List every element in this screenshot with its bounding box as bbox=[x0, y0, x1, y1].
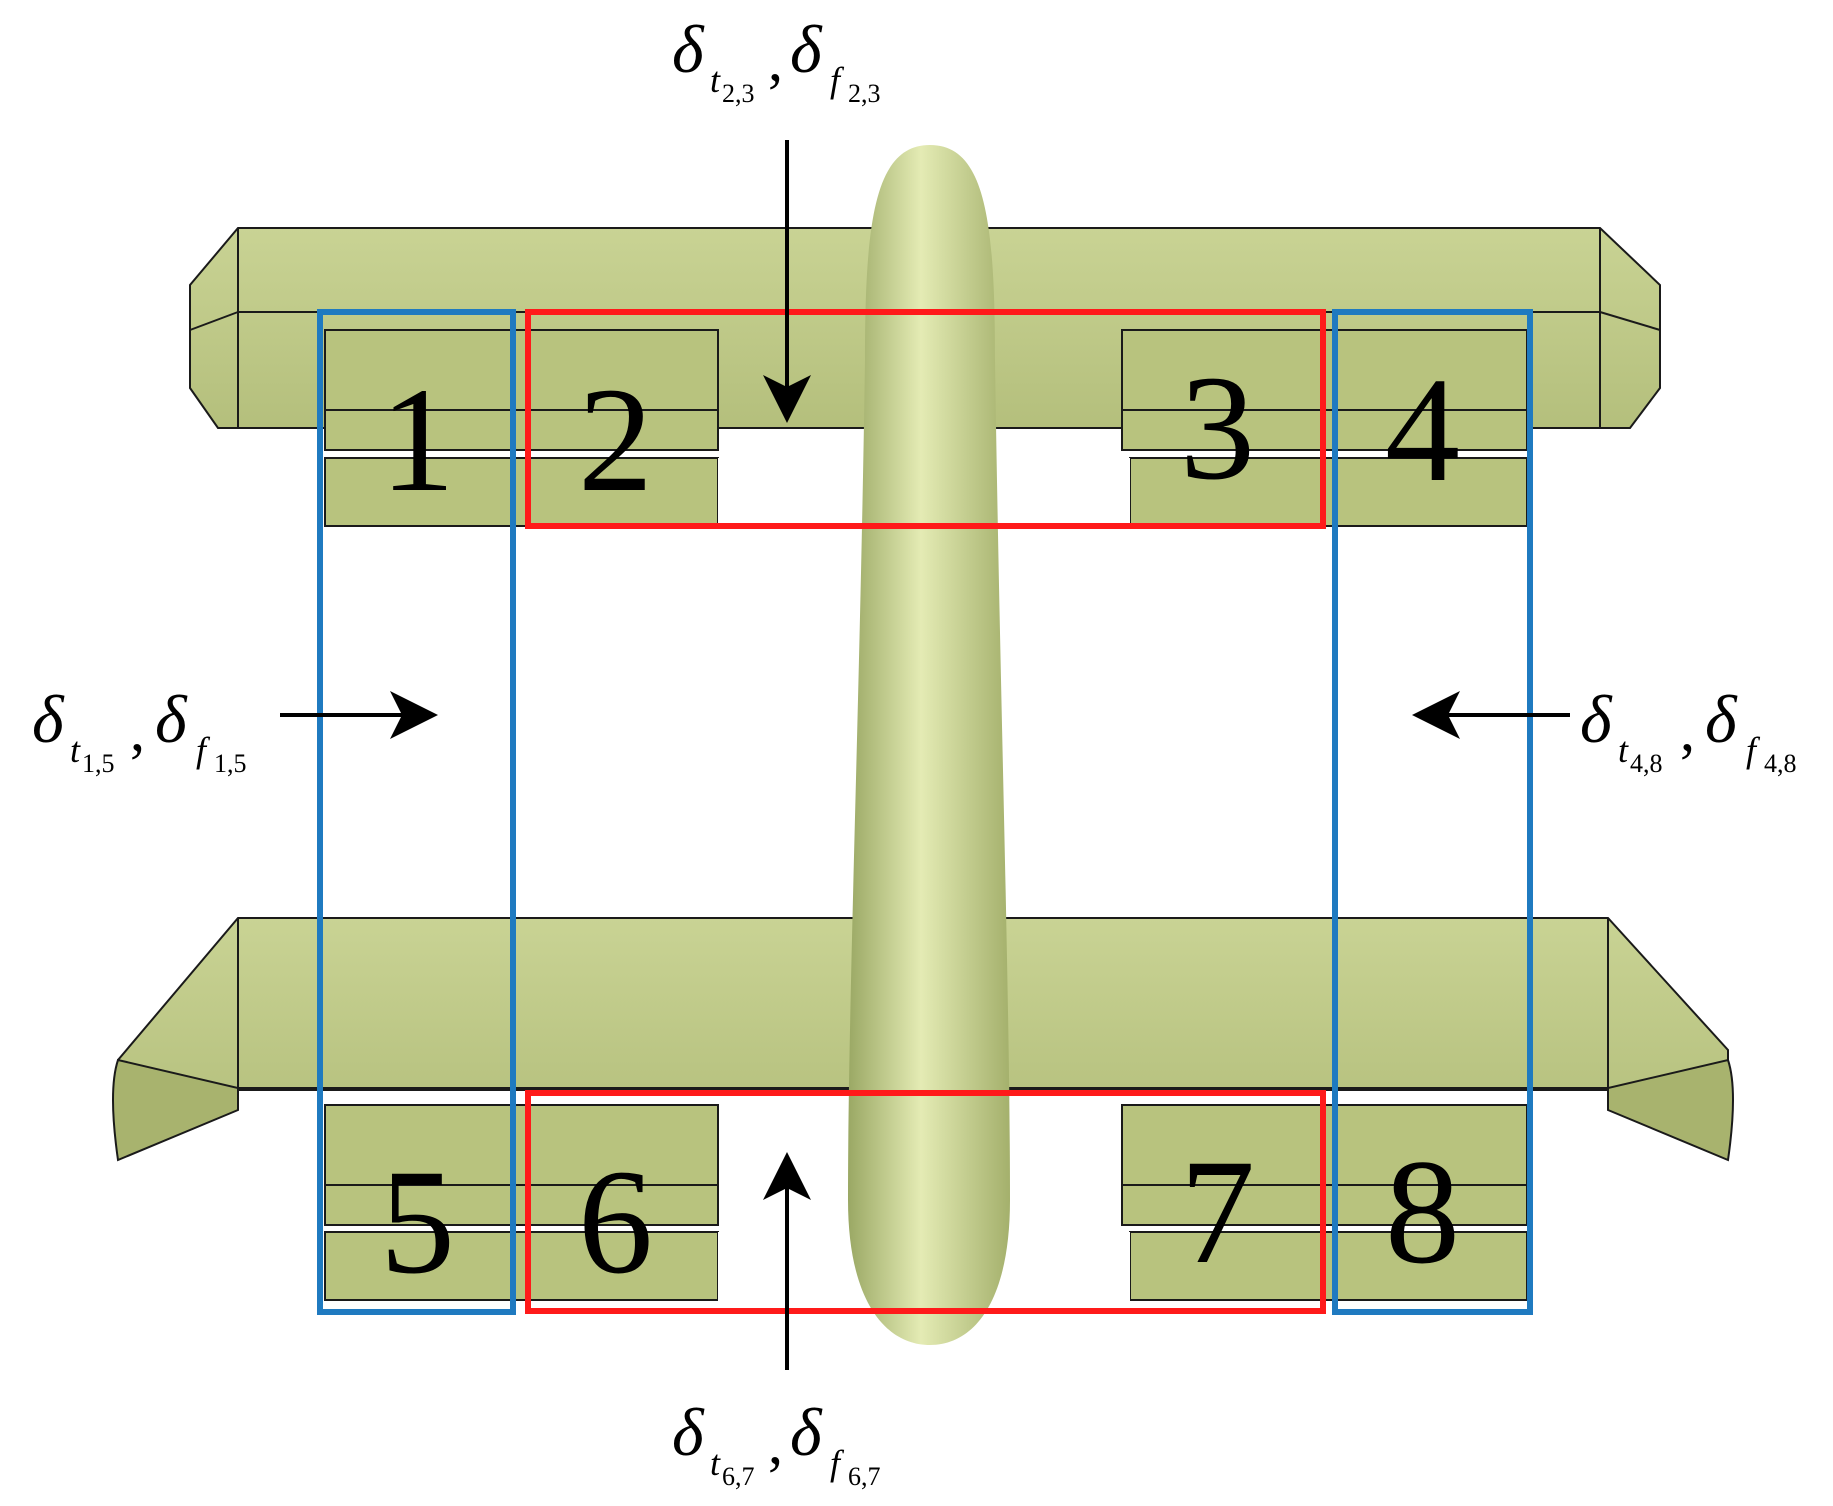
svg-text:t: t bbox=[710, 1443, 721, 1483]
label-right: δ t 4,8 , δ f 4,8 bbox=[1580, 681, 1797, 778]
svg-text:,: , bbox=[768, 27, 783, 93]
svg-text:,: , bbox=[130, 697, 145, 763]
svg-text:δ: δ bbox=[790, 11, 823, 87]
svg-text:δ: δ bbox=[672, 1394, 705, 1470]
label-bottom: δ t 6,7 , δ f 6,7 bbox=[672, 1394, 881, 1491]
red-box-bottom bbox=[525, 1090, 1326, 1314]
region-6-label: 6 bbox=[578, 1139, 653, 1305]
svg-text:f: f bbox=[1746, 730, 1761, 770]
svg-text:δ: δ bbox=[672, 11, 705, 87]
region-2-label: 2 bbox=[578, 357, 653, 523]
svg-text:1,5: 1,5 bbox=[82, 749, 115, 778]
red-box-top bbox=[525, 309, 1326, 529]
blue-box-right bbox=[1332, 309, 1533, 1315]
svg-text:δ: δ bbox=[32, 681, 65, 757]
svg-text:2,3: 2,3 bbox=[848, 79, 881, 108]
region-4-label: 4 bbox=[1385, 347, 1460, 513]
svg-text:4,8: 4,8 bbox=[1630, 749, 1663, 778]
svg-text:δ: δ bbox=[790, 1394, 823, 1470]
svg-text:6,7: 6,7 bbox=[848, 1462, 881, 1491]
svg-text:f: f bbox=[830, 60, 845, 100]
svg-text:δ: δ bbox=[155, 681, 188, 757]
svg-text:f: f bbox=[830, 1443, 845, 1483]
svg-text:2,3: 2,3 bbox=[722, 79, 755, 108]
svg-text:6,7: 6,7 bbox=[722, 1462, 755, 1491]
front-wing bbox=[189, 227, 1661, 527]
svg-text:t: t bbox=[70, 730, 81, 770]
svg-text:,: , bbox=[1680, 697, 1695, 763]
svg-text:t: t bbox=[710, 60, 721, 100]
svg-text:f: f bbox=[196, 730, 211, 770]
region-8-label: 8 bbox=[1385, 1129, 1460, 1295]
fuselage bbox=[848, 145, 1010, 1345]
label-left: δ t 1,5 , δ f 1,5 bbox=[32, 681, 247, 778]
svg-text:,: , bbox=[768, 1410, 783, 1476]
region-1-label: 1 bbox=[380, 357, 455, 523]
region-5-label: 5 bbox=[380, 1139, 455, 1305]
region-7-label: 7 bbox=[1180, 1129, 1255, 1295]
svg-text:1,5: 1,5 bbox=[214, 749, 247, 778]
svg-text:δ: δ bbox=[1580, 681, 1613, 757]
svg-text:t: t bbox=[1618, 730, 1629, 770]
label-top: δ t 2,3 , δ f 2,3 bbox=[672, 11, 881, 108]
svg-text:δ: δ bbox=[1705, 681, 1738, 757]
region-3-label: 3 bbox=[1180, 345, 1255, 511]
svg-text:4,8: 4,8 bbox=[1764, 749, 1797, 778]
blue-box-left bbox=[317, 309, 516, 1315]
